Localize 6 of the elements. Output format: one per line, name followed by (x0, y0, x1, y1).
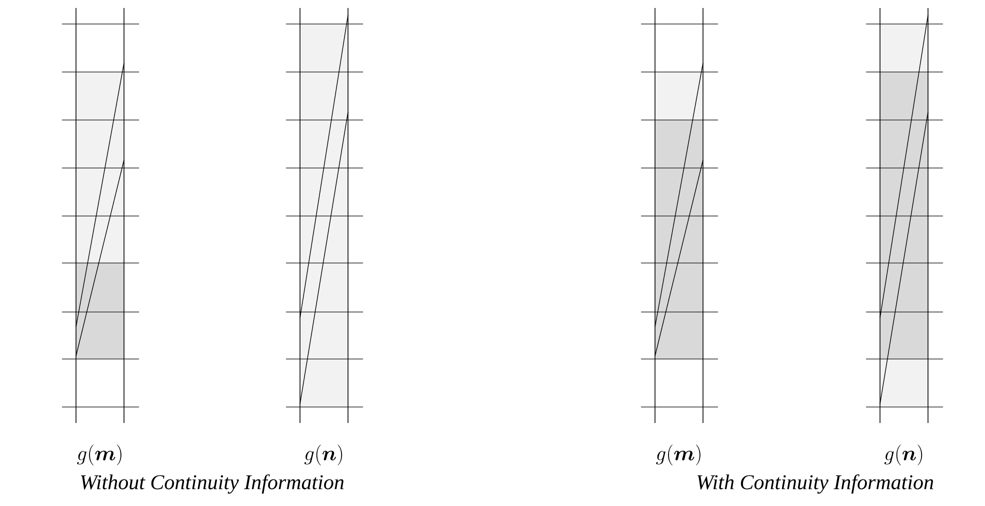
caption: Without Continuity Information (80, 474, 344, 494)
axis-label: $g(\boldsymbol{m})$ (77, 444, 122, 466)
axis-label: $g(\boldsymbol{n})$ (304, 444, 342, 466)
axis-label: $g(\boldsymbol{m})$ (656, 444, 700, 466)
axis-label: $g(\boldsymbol{n})$ (884, 444, 922, 466)
caption: With Continuity Information (697, 474, 934, 494)
